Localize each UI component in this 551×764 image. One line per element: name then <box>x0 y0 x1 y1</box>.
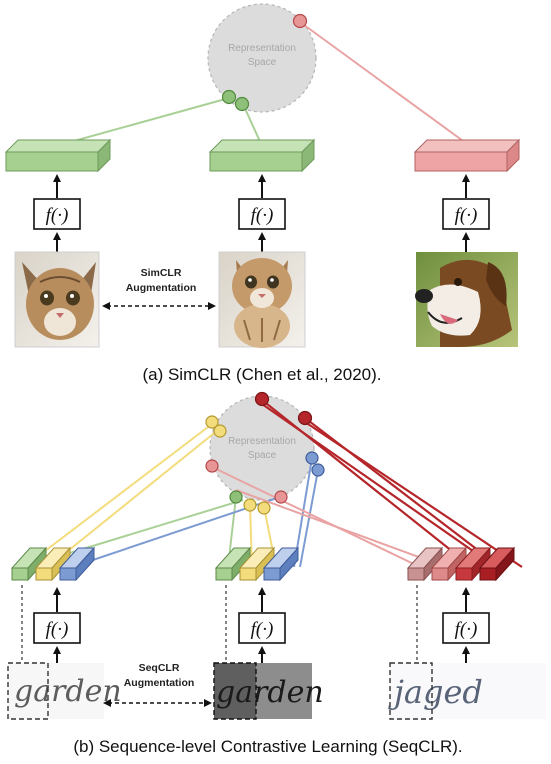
svg-text:f(·): f(·) <box>251 205 274 226</box>
dot-red-2 <box>297 410 313 426</box>
space-label-line1-a: Representation <box>228 43 296 54</box>
svg-text:garden: garden <box>216 675 324 710</box>
encoder-box-a1: f(·) <box>33 198 81 230</box>
dot-yellow-2 <box>213 424 227 438</box>
augmentation-label-a-line1: SimCLR <box>141 267 182 279</box>
space-label-line1-b: Representation <box>228 436 296 447</box>
dot-yellow-4 <box>257 501 271 515</box>
dot-blue-1 <box>305 451 319 465</box>
word-image-2: garden <box>213 662 324 720</box>
crop-window-b3 <box>389 662 433 720</box>
dot-green-1 <box>229 490 243 504</box>
encoder-box-b3: f(·) <box>442 612 490 644</box>
encoder-box-a3: f(·) <box>442 198 490 230</box>
panel-a-simclr: Representation Space <box>4 3 521 384</box>
svg-text:f(·): f(·) <box>455 205 478 226</box>
dog-photo <box>415 252 518 347</box>
caption-b: (b) Sequence-level Contrastive Learning … <box>73 737 462 756</box>
encoder-box-b1: f(·) <box>33 612 81 644</box>
dot-blue-2 <box>311 463 325 477</box>
feature-slab-a2 <box>208 138 316 173</box>
space-label-line2-b: Space <box>248 450 277 461</box>
panel-b-seqclr: Representation Space <box>7 391 546 756</box>
crop-window-b2 <box>213 662 257 720</box>
link-pink <box>299 21 471 147</box>
svg-text:f(·): f(·) <box>46 205 69 226</box>
dot-yellow-1 <box>205 415 219 429</box>
link-green-2 <box>242 103 263 147</box>
augmentation-label-b-line2: Augmentation <box>124 677 195 689</box>
representation-space-a: Representation Space <box>207 3 317 113</box>
embedding-dot-green-1 <box>221 89 237 105</box>
frame-slabs-b3 <box>406 546 516 582</box>
svg-text:garden: garden <box>14 674 122 709</box>
svg-text:f(·): f(·) <box>46 619 69 640</box>
encoder-box-a2: f(·) <box>238 198 286 230</box>
feature-slab-a3 <box>413 138 521 173</box>
svg-text:f(·): f(·) <box>455 619 478 640</box>
dot-pink-1 <box>205 459 219 473</box>
cat-photo-1 <box>14 251 100 348</box>
dot-yellow-3 <box>243 498 257 512</box>
encoder-box-b2: f(·) <box>238 612 286 644</box>
embedding-dot-pink <box>292 13 308 29</box>
crop-window-b1 <box>7 662 49 720</box>
dot-pink-2 <box>274 490 288 504</box>
space-label-line2-a: Space <box>248 57 277 68</box>
frame-slabs-b2 <box>214 546 300 582</box>
word-image-1: garden <box>7 662 122 720</box>
embedding-dots-b <box>205 391 325 515</box>
augmentation-label-b-line1: SeqCLR <box>139 662 180 674</box>
cat-photo-2 <box>218 251 306 348</box>
svg-text:f(·): f(·) <box>251 619 274 640</box>
feature-slab-a1 <box>4 138 112 173</box>
svg-text:jaged: jaged <box>388 673 483 711</box>
frame-slabs-b1 <box>10 546 96 582</box>
word-image-3: jaged <box>388 662 546 720</box>
link-green-1 <box>55 97 230 147</box>
embedding-dot-green-2 <box>234 96 250 112</box>
augmentation-label-a-line2: Augmentation <box>126 282 197 294</box>
caption-a: (a) SimCLR (Chen et al., 2020). <box>142 365 381 384</box>
representation-space-b: Representation Space <box>209 395 315 501</box>
dot-red-1 <box>254 391 270 407</box>
